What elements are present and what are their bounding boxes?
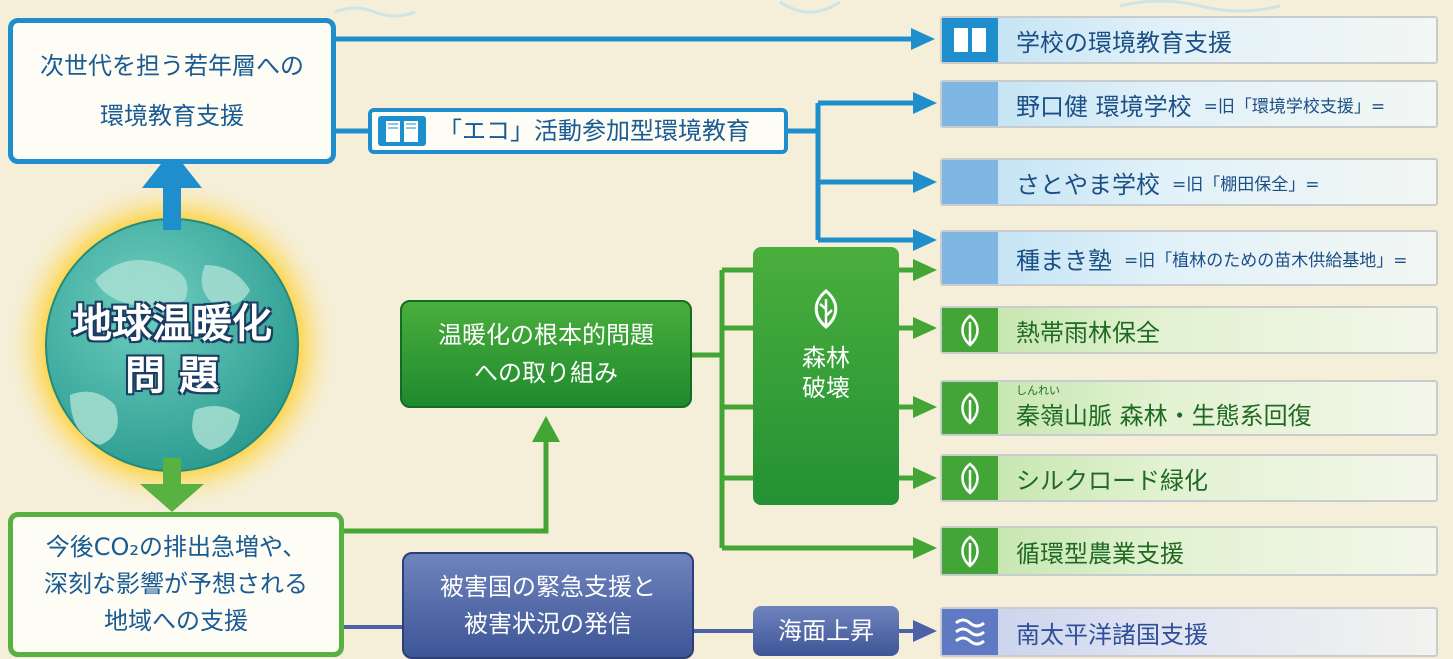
central-issue-line2: 問 題	[125, 353, 219, 399]
program-school-education: 学校の環境教育支援	[940, 16, 1438, 64]
program-south-pacific-label: 南太平洋諸国支援	[1016, 620, 1208, 649]
connector-support-to-warming	[344, 416, 560, 534]
leaf-icon	[942, 308, 998, 352]
deforestation-line1: 森林	[802, 344, 850, 372]
book-icon	[942, 18, 998, 62]
damage-arrowhead	[913, 620, 937, 642]
education-support-line2: 環境教育支援	[100, 102, 244, 130]
program-silkroad-label: シルクロード緑化	[1016, 466, 1208, 495]
program-tab-marker	[942, 82, 998, 126]
central-issue-label: 地球温暖化 問 題	[52, 298, 292, 402]
program-south-pacific: 南太平洋諸国支援	[940, 607, 1438, 657]
regional-support-line1: 今後CO₂の排出急増や、	[45, 533, 307, 561]
disaster-relief-box: 被害国の緊急支援と 被害状況の発信	[402, 552, 694, 659]
eco-branch-arrowheads	[913, 92, 937, 251]
central-issue-line1: 地球温暖化	[72, 301, 272, 347]
program-noguchi-school-note: =旧「環境学校支援」=	[1203, 96, 1386, 117]
leaf-icon	[814, 289, 838, 329]
eco-education-box: 「エコ」活動参加型環境教育	[368, 108, 788, 154]
program-tanemaki-juku-label: 種まき塾 =旧「植林のための苗木供給基地」=	[1016, 246, 1408, 275]
connector-education-to-school	[336, 28, 935, 50]
program-rainforest-label: 熱帯雨林保全	[1016, 318, 1160, 347]
program-agriculture-label: 循環型農業支援	[1016, 539, 1184, 568]
globe-continents	[70, 260, 250, 450]
program-satoyama-school-label: さとやま学校 =旧「棚田保全」=	[1016, 170, 1320, 199]
program-satoyama-school: さとやま学校 =旧「棚田保全」=	[940, 158, 1438, 206]
program-noguchi-school: 野口健 環境学校 =旧「環境学校支援」=	[940, 80, 1438, 128]
book-icon	[378, 116, 426, 146]
warming-fundamental-line1: 温暖化の根本的問題	[438, 321, 654, 349]
arrow-up-to-education	[142, 150, 202, 230]
regional-support-line3: 地域への支援	[104, 607, 248, 635]
program-tanemaki-juku-note: =旧「植林のための苗木供給基地」=	[1124, 250, 1408, 271]
education-support-box: 次世代を担う若年層への 環境教育支援	[8, 18, 336, 164]
program-tab-marker	[942, 160, 998, 204]
deforestation-label: 森林 破壊	[753, 343, 899, 403]
sea-level-rise-label: 海面上昇	[778, 617, 874, 645]
disaster-relief-line1: 被害国の緊急支援と	[440, 572, 656, 601]
leaf-icon	[942, 456, 998, 500]
warming-fundamental-box: 温暖化の根本的問題 への取り組み	[400, 300, 692, 408]
program-school-education-label: 学校の環境教育支援	[1016, 28, 1232, 57]
eco-education-label: 「エコ」活動参加型環境教育	[438, 117, 750, 145]
program-qinling-label: しんれい 秦嶺山脈 森林・生態系回復	[1016, 383, 1312, 430]
sea-level-rise-box: 海面上昇	[753, 606, 899, 656]
decorative-strokes	[334, 0, 1281, 18]
program-noguchi-school-label: 野口健 環境学校 =旧「環境学校支援」=	[1016, 92, 1386, 121]
leaf-icon	[942, 528, 998, 574]
program-agriculture: 循環型農業支援	[940, 526, 1438, 576]
program-tab-marker	[942, 232, 998, 284]
program-silkroad: シルクロード緑化	[940, 454, 1438, 502]
forest-branch-arrowheads	[913, 259, 937, 559]
warming-fundamental-line2: への取り組み	[474, 359, 618, 387]
connector-eco-branches	[788, 100, 918, 243]
leaf-icon	[942, 382, 998, 434]
program-qinling: しんれい 秦嶺山脈 森林・生態系回復	[940, 380, 1438, 436]
waves-icon	[942, 609, 998, 655]
program-satoyama-school-note: =旧「棚田保全」=	[1172, 174, 1320, 195]
deforestation-box: 森林 破壊	[753, 247, 899, 505]
regional-support-box: 今後CO₂の排出急増や、 深刻な影響が予想される 地域への支援	[8, 512, 344, 657]
program-rainforest: 熱帯雨林保全	[940, 306, 1438, 354]
program-qinling-ruby: しんれい	[1016, 383, 1060, 397]
arrow-down-to-support	[140, 458, 204, 512]
deforestation-line2: 破壊	[802, 374, 850, 402]
education-support-line1: 次世代を担う若年層への	[40, 52, 304, 80]
regional-support-line2: 深刻な影響が予想される	[44, 570, 308, 598]
program-tanemaki-juku: 種まき塾 =旧「植林のための苗木供給基地」=	[940, 230, 1438, 286]
disaster-relief-line2: 被害状況の発信	[464, 609, 632, 638]
